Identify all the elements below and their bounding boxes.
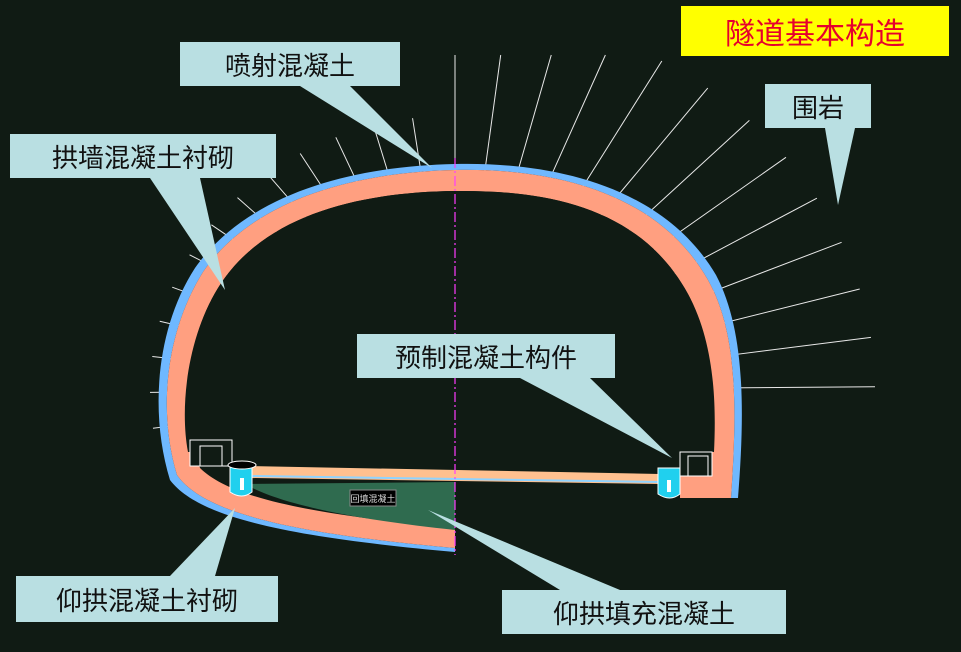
rock-bolt (572, 60, 663, 203)
pointer-lining (150, 178, 225, 290)
pointer-precast (520, 378, 672, 458)
pointer-invert-fill (428, 510, 620, 590)
fill-tag: 回填混凝土 (350, 493, 395, 505)
rock-bolt (544, 54, 606, 190)
rock-bolt (483, 54, 502, 176)
rock-bolt (514, 54, 552, 182)
label-invert-lining: 仰拱混凝土衬砌 (16, 576, 278, 622)
fill-tag-box (349, 489, 397, 507)
pointer-shotcrete (300, 86, 432, 168)
label-surrounding-rock: 围岩 (765, 84, 871, 128)
label-invert-fill: 仰拱填充混凝土 (502, 590, 786, 634)
label-precast-member: 预制混凝土构件 (357, 334, 615, 378)
label-shotcrete: 喷射混凝土 (180, 42, 400, 86)
pointer-rock (825, 128, 855, 205)
pointer-invert-lining (170, 508, 235, 576)
label-arch-wall-lining: 拱墙混凝土衬砌 (10, 134, 276, 178)
page-title: 隧道基本构造 (681, 6, 949, 56)
